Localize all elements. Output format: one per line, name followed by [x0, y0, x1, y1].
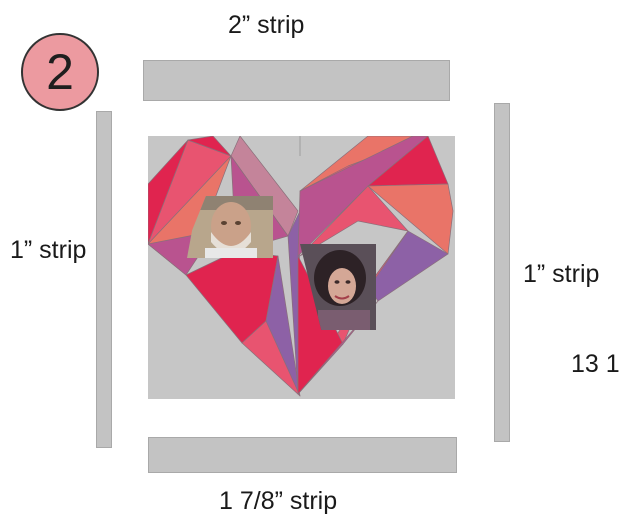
heart-quilt-block	[148, 136, 455, 399]
right-strip	[494, 103, 510, 442]
step-number: 2	[46, 47, 74, 97]
right-strip-label: 1” strip	[523, 262, 599, 287]
left-strip	[96, 111, 112, 448]
top-strip-label: 2” strip	[228, 13, 304, 38]
bottom-strip-label: 1 7/8” strip	[219, 489, 337, 514]
partial-right-label: 13 1	[571, 352, 620, 377]
left-strip-label: 1” strip	[10, 238, 86, 263]
bottom-strip	[148, 437, 457, 473]
step-number-badge: 2	[21, 33, 99, 111]
top-strip	[143, 60, 450, 101]
